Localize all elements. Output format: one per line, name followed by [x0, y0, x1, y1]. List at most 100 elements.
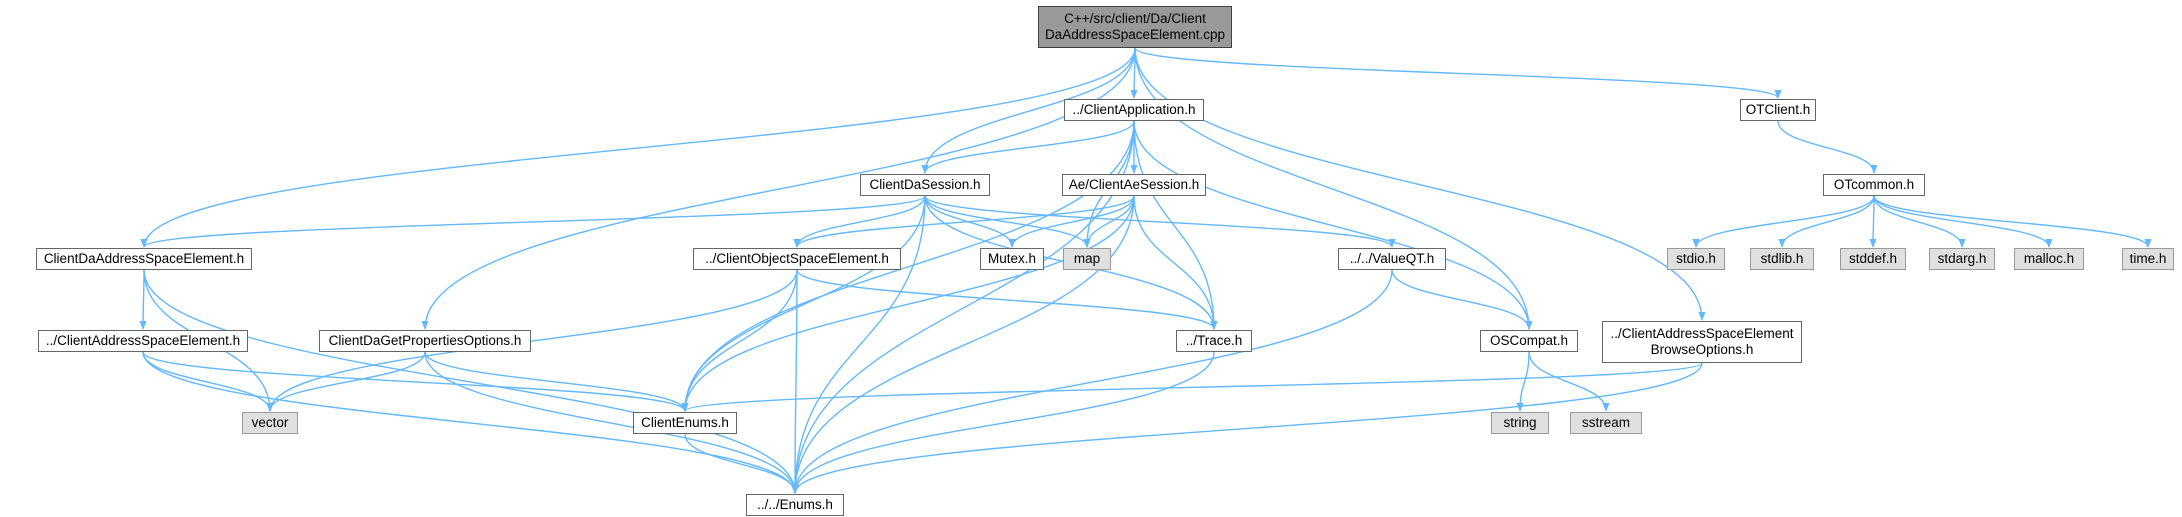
- edge-client-da-session-to-client-enums: [681, 195, 926, 412]
- edge-client-application-to-trace: [1133, 120, 1218, 330]
- node-otclient[interactable]: OTClient.h: [1740, 99, 1816, 121]
- node-label: vector: [251, 415, 289, 430]
- node-otcommon[interactable]: OTcommon.h: [1823, 174, 1925, 196]
- edge-otcommon-to-stdio: [1692, 195, 1875, 248]
- node-label: stdarg.h: [1937, 251, 1987, 266]
- node-label: ../../ValueQT.h: [1349, 251, 1435, 266]
- node-malloc: malloc.h: [2014, 248, 2084, 270]
- edge-browse-options-to-enums: [791, 362, 1703, 494]
- node-label: map: [1073, 251, 1101, 266]
- node-label: ../ClientAddressSpaceElement.h: [45, 333, 241, 348]
- node-client-object-space-element[interactable]: ../ClientObjectSpaceElement.h: [693, 248, 901, 270]
- node-client-da-session[interactable]: ClientDaSession.h: [860, 174, 990, 196]
- edge-otcommon-to-malloc: [1873, 195, 2053, 248]
- node-label: OTClient.h: [1745, 102, 1811, 117]
- node-label: ../ClientApplication.h: [1072, 102, 1196, 117]
- edge-client-ae-session-to-client-object-space-element: [793, 195, 1135, 248]
- edge-client-da-address-space-element-to-client-address-space-element: [139, 269, 147, 330]
- node-label: Ae/ClientAeSession.h: [1068, 177, 1200, 192]
- edge-client-ae-session-to-client-enums: [681, 195, 1135, 412]
- node-label: stdio.h: [1676, 251, 1716, 266]
- node-client-da-get-properties-options[interactable]: ClientDaGetPropertiesOptions.h: [319, 330, 531, 352]
- node-label: ../../Enums.h: [757, 497, 833, 512]
- edge-client-enums-to-enums: [684, 433, 799, 494]
- node-map: map: [1063, 248, 1111, 270]
- edge-client-ae-session-to-trace: [1133, 195, 1218, 330]
- node-vector: vector: [242, 412, 298, 434]
- edge-root-to-client-da-address-space-element: [140, 47, 1136, 248]
- edge-otcommon-to-stdlib: [1778, 195, 1875, 248]
- edge-client-ae-session-to-mutex: [1008, 195, 1135, 248]
- node-trace[interactable]: ../Trace.h: [1176, 330, 1252, 352]
- edge-client-object-space-element-to-enums: [791, 269, 799, 494]
- edge-otclient-to-otcommon: [1777, 120, 1878, 174]
- node-stddef: stddef.h: [1840, 248, 1906, 270]
- node-enums[interactable]: ../../Enums.h: [746, 494, 844, 516]
- node-label: ClientEnums.h: [641, 415, 729, 430]
- node-label: ClientDaAddressSpaceElement.h: [43, 251, 245, 266]
- edge-client-da-session-to-map: [924, 195, 1091, 248]
- edge-client-object-space-element-to-vector: [266, 269, 798, 412]
- edge-oscompat-to-sstream: [1528, 351, 1610, 412]
- node-label: BrowseOptions.h: [1650, 342, 1754, 357]
- node-label: ClientDaGetPropertiesOptions.h: [328, 333, 522, 348]
- node-client-da-address-space-element[interactable]: ClientDaAddressSpaceElement.h: [36, 248, 252, 270]
- edge-client-da-session-to-client-object-space-element: [793, 195, 926, 248]
- edge-client-application-to-oscompat: [1133, 120, 1533, 330]
- node-label: ../Trace.h: [1185, 333, 1243, 348]
- edge-otcommon-to-stdarg: [1873, 195, 1966, 248]
- edge-client-da-session-to-value-qt: [924, 195, 1396, 248]
- node-label: OTcommon.h: [1833, 177, 1915, 192]
- node-label: ../ClientObjectSpaceElement.h: [705, 251, 889, 266]
- edge-client-address-space-element-to-vector: [142, 351, 274, 412]
- edge-root-to-browse-options: [1134, 47, 1706, 321]
- node-stdlib: stdlib.h: [1750, 248, 1814, 270]
- node-label: ClientDaSession.h: [869, 177, 981, 192]
- edge-client-da-address-space-element-to-enums: [143, 269, 799, 494]
- node-label: OSCompat.h: [1489, 333, 1569, 348]
- edge-client-da-get-properties-options-to-enums: [424, 351, 799, 494]
- node-value-qt[interactable]: ../../ValueQT.h: [1338, 248, 1446, 270]
- edge-otcommon-to-stddef: [1869, 195, 1877, 248]
- edge-oscompat-to-string: [1516, 351, 1530, 412]
- node-label: string: [1503, 415, 1537, 430]
- edge-client-application-to-client-da-session: [921, 120, 1135, 174]
- node-time: time.h: [2122, 248, 2174, 270]
- node-string: string: [1491, 412, 1549, 434]
- edge-value-qt-to-oscompat: [1391, 269, 1533, 330]
- node-sstream: sstream: [1570, 412, 1642, 434]
- node-label: stddef.h: [1848, 251, 1898, 266]
- edge-client-address-space-element-to-enums: [142, 351, 799, 494]
- node-label: DaAddressSpaceElement.cpp: [1044, 27, 1226, 42]
- node-client-application[interactable]: ../ClientApplication.h: [1064, 99, 1204, 121]
- node-label: malloc.h: [2023, 251, 2075, 266]
- edge-client-da-get-properties-options-to-vector: [266, 351, 426, 412]
- node-label: time.h: [2129, 251, 2167, 266]
- edge-root-to-client-da-get-properties-options: [421, 47, 1136, 330]
- edge-client-object-space-element-to-client-enums: [681, 269, 798, 412]
- edge-client-ae-session-to-enums: [791, 195, 1135, 494]
- node-oscompat[interactable]: OSCompat.h: [1480, 330, 1578, 352]
- node-client-ae-session[interactable]: Ae/ClientAeSession.h: [1062, 174, 1206, 196]
- node-label: Mutex.h: [987, 251, 1037, 266]
- node-stdarg: stdarg.h: [1929, 248, 1995, 270]
- node-stdio: stdio.h: [1667, 248, 1725, 270]
- edge-client-object-space-element-to-trace: [796, 269, 1218, 330]
- node-mutex[interactable]: Mutex.h: [980, 248, 1044, 270]
- edge-otcommon-to-time: [1873, 195, 2152, 248]
- edge-client-da-session-to-client-da-address-space-element: [140, 195, 926, 248]
- node-client-enums[interactable]: ClientEnums.h: [633, 412, 737, 434]
- node-client-address-space-element[interactable]: ../ClientAddressSpaceElement.h: [38, 330, 248, 352]
- edge-value-qt-to-enums: [791, 269, 1393, 494]
- node-label: C++/src/client/Da/Client: [1064, 11, 1206, 26]
- edge-root-to-otclient: [1134, 47, 1782, 99]
- edge-root-to-client-da-session: [921, 47, 1136, 174]
- edge-trace-to-enums: [791, 351, 1215, 494]
- edge-client-da-get-properties-options-to-client-enums: [424, 351, 689, 412]
- node-label: sstream: [1581, 415, 1630, 430]
- edge-browse-options-to-client-enums: [681, 362, 1703, 412]
- edge-client-ae-session-to-map: [1083, 195, 1135, 248]
- node-label: stdlib.h: [1760, 251, 1804, 266]
